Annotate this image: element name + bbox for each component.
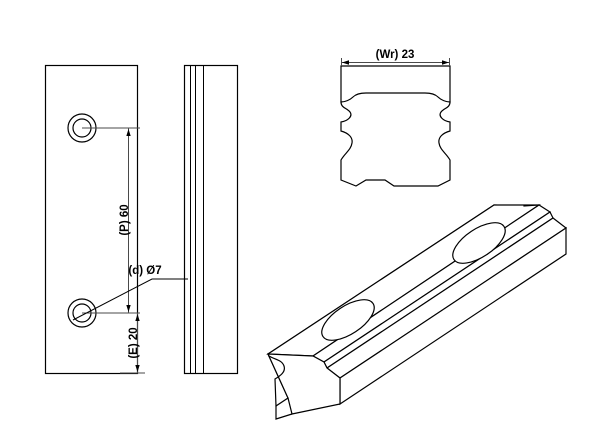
dimension-label-hole-diameter: (d) Ø7	[128, 265, 161, 277]
dimension-label-end-distance: (E) 20	[128, 327, 140, 358]
dimension-rail-width: (Wr) 23	[341, 49, 450, 66]
cross-section-top-shoulder	[340, 92, 451, 103]
iso-hole-near	[321, 299, 375, 341]
iso-end-face	[267, 353, 341, 420]
dimension-label-rail-width: (Wr) 23	[376, 49, 415, 61]
arrow-width-right	[442, 60, 449, 65]
cross-section-view: (Wr) 23	[340, 49, 451, 187]
iso-groove-band-2	[323, 211, 554, 369]
side-view	[183, 64, 239, 375]
arrow-end-top	[135, 314, 140, 321]
dimension-pitch: (P) 60	[119, 128, 131, 313]
iso-far-end-edge	[523, 204, 540, 207]
arrow-width-left	[342, 60, 349, 65]
arrow-pitch-top	[126, 129, 131, 136]
iso-end-face-groove	[268, 355, 285, 407]
dimension-label-pitch: (P) 60	[119, 204, 131, 235]
iso-end-bottom-edge	[287, 397, 293, 415]
arrow-end-bottom	[135, 365, 140, 372]
dimension-hole-diameter: (d) Ø7	[72, 265, 188, 321]
dimension-end-distance: (E) 20	[128, 313, 140, 373]
arrow-pitch-bottom	[126, 305, 131, 312]
front-view-dimensions: (P) 60 (E) 20 (d) Ø7	[72, 127, 188, 374]
cross-section-profile	[340, 65, 451, 187]
iso-hole-far	[452, 222, 506, 264]
leader-line-hole-diameter	[72, 278, 188, 321]
isometric-view	[266, 204, 568, 420]
side-view-outline	[183, 64, 239, 375]
